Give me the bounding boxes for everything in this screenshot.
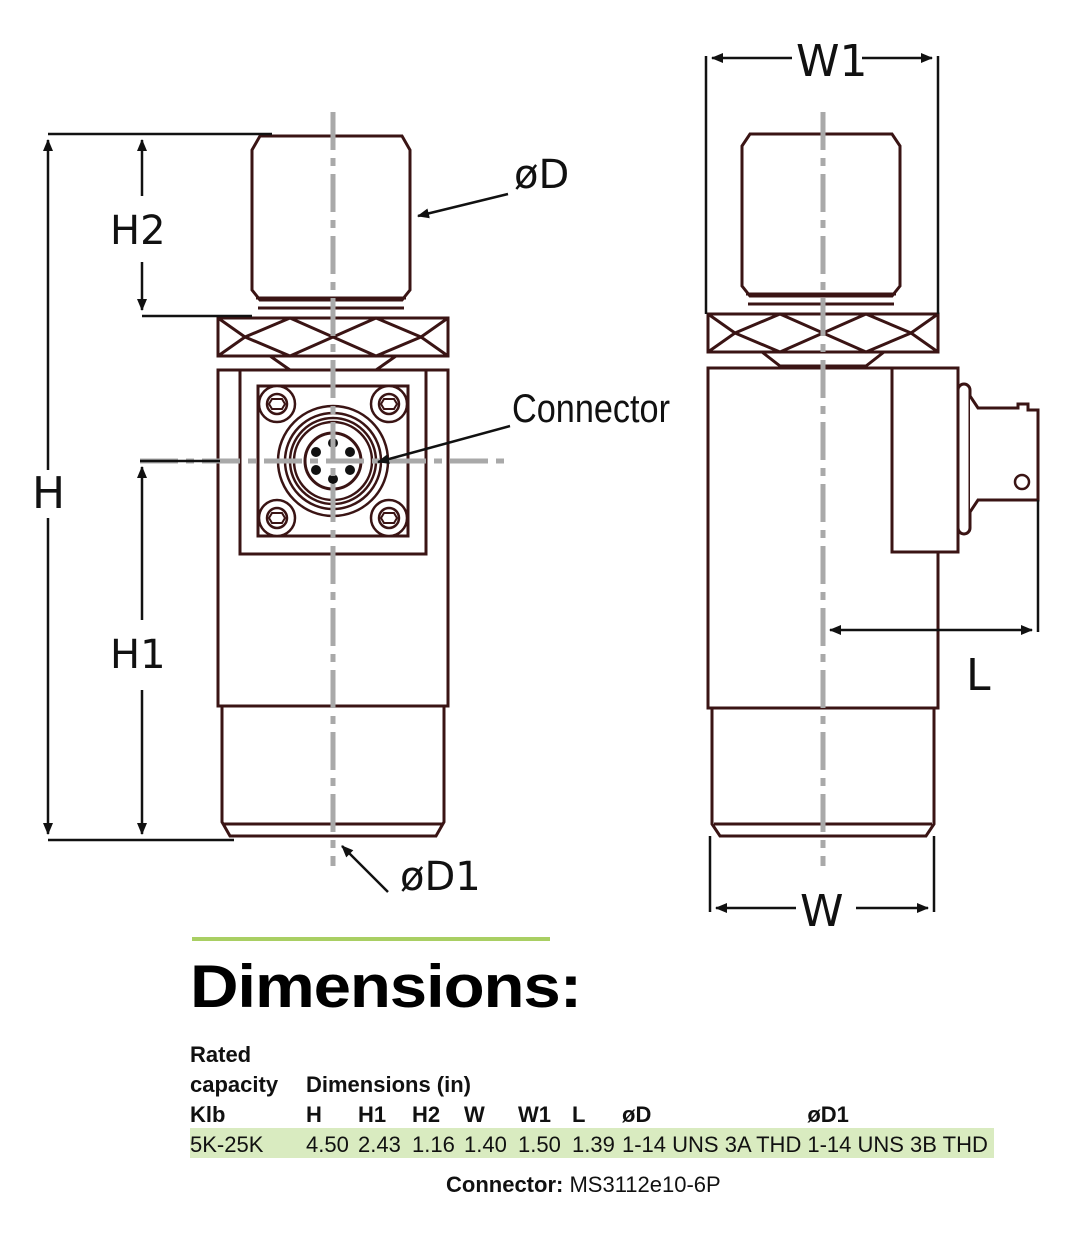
col-klb: Klb — [190, 1102, 226, 1127]
label-H: H — [32, 468, 65, 519]
connector-note-label: Connector: — [446, 1172, 564, 1197]
front-dimensions — [43, 132, 511, 893]
header-row-2: capacity Dimensions (in) — [190, 1068, 994, 1098]
col-l: L — [572, 1102, 586, 1127]
header-dimensions-group: Dimensions (in) — [306, 1072, 472, 1097]
cell-d: 1-14 UNS 3A THD — [622, 1128, 808, 1158]
cell-w1: 1.50 — [518, 1128, 572, 1158]
dimensions-title: Dimensions: — [190, 953, 582, 1020]
dimensions-table: Rated capacity Dimensions (in) Klb H H1 … — [190, 1038, 994, 1158]
col-h: H — [306, 1102, 322, 1127]
label-L: L — [966, 650, 991, 701]
table-row: 5K-25K 4.50 2.43 1.16 1.40 1.50 1.39 1-1… — [190, 1128, 994, 1158]
label-H1: H1 — [110, 632, 166, 678]
col-h1: H1 — [358, 1102, 387, 1127]
header-capacity: capacity — [190, 1072, 279, 1097]
col-w1: W1 — [518, 1102, 551, 1127]
label-W1: W1 — [796, 36, 868, 87]
label-D: øD — [514, 152, 569, 198]
label-H2: H2 — [110, 208, 166, 254]
cell-h2: 1.16 — [412, 1128, 464, 1158]
col-h2: H2 — [412, 1102, 441, 1127]
col-w: W — [464, 1102, 485, 1127]
header-rated: Rated — [190, 1042, 252, 1067]
accent-rule — [192, 937, 550, 941]
header-row-3: Klb H H1 H2 W W1 L øD øD1 — [190, 1098, 994, 1128]
cell-capacity: 5K-25K — [190, 1128, 306, 1158]
side-view — [706, 132, 1040, 838]
label-W: W — [800, 886, 844, 930]
cell-l: 1.39 — [572, 1128, 622, 1158]
connector-screws — [257, 384, 409, 538]
col-d: øD — [622, 1102, 652, 1127]
cell-h: 4.50 — [306, 1128, 358, 1158]
side-dimensions — [704, 53, 1040, 913]
cell-w: 1.40 — [464, 1128, 518, 1158]
cell-h1: 2.43 — [358, 1128, 412, 1158]
load-cell-drawing: H H2 H1 øD Connector øD1 W1 W L — [32, 36, 1040, 930]
header-row-1: Rated — [190, 1038, 994, 1068]
connector-note-value: MS3112e10-6P — [569, 1172, 721, 1197]
label-D1: øD1 — [400, 854, 481, 900]
connector-note: Connector: MS3112e10-6P — [446, 1172, 721, 1198]
label-connector: Connector — [512, 387, 670, 431]
col-d1: øD1 — [807, 1102, 849, 1127]
cell-d1: 1-14 UNS 3B THD — [807, 1128, 994, 1158]
